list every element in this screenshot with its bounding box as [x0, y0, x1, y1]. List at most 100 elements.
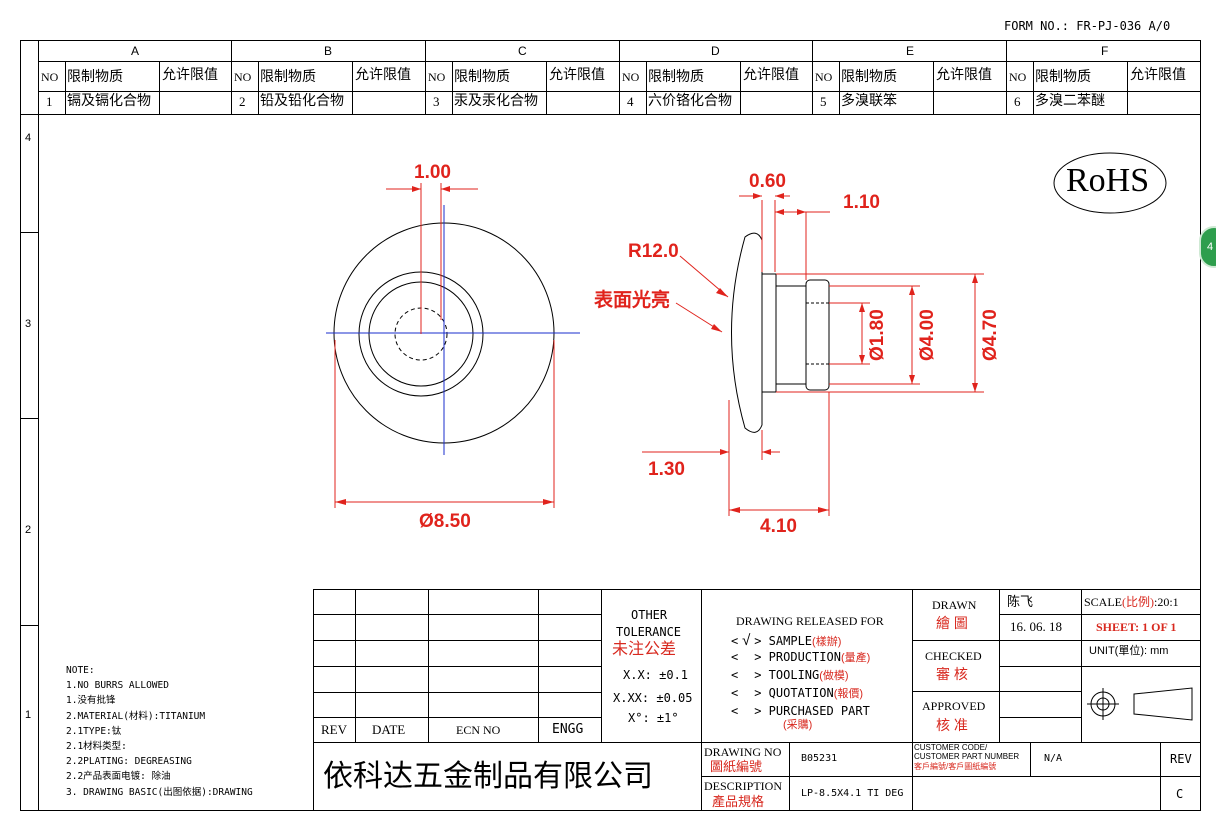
- release-label-cn: (量產): [840, 652, 871, 664]
- note-line: 3. DRAWING BASIC(出图依据):DRAWING: [66, 787, 253, 798]
- release-label-cn: (采購): [783, 719, 813, 731]
- restriction-limit-header: 允许限值: [355, 68, 411, 83]
- checked-label: CHECKED: [925, 649, 982, 663]
- customer-label-1: CUSTOMER CODE/: [914, 743, 988, 752]
- surface-finish-note: 表面光亮: [594, 290, 671, 311]
- side-panel-button[interactable]: 4: [1199, 226, 1216, 268]
- release-label-cn: (做模): [819, 670, 849, 682]
- tolerance-x3: X°: ±1°: [628, 711, 679, 725]
- rev-header: REV: [321, 722, 347, 737]
- approved-label: APPROVED: [922, 699, 986, 713]
- customer-value: N/A: [1044, 753, 1063, 764]
- drawing-no-label: DRAWING NO: [704, 745, 782, 759]
- note-line: 2.1材料类型:: [66, 741, 127, 752]
- release-label: > SAMPLE: [754, 634, 813, 648]
- projection-symbol-icon: [1087, 687, 1193, 721]
- restriction-limit-header: 允许限值: [743, 68, 799, 83]
- form-number: FORM NO.: FR-PJ-036 A/0: [1004, 19, 1171, 33]
- release-label: > PURCHASED PART: [754, 704, 870, 718]
- restriction-item-substance: 多溴联笨: [841, 94, 897, 109]
- note-line: 1.没有批锋: [66, 695, 116, 706]
- tolerance-title-cn: 未注公差: [612, 641, 677, 658]
- release-label: > PRODUCTION: [754, 650, 841, 664]
- column-label: F: [1101, 44, 1109, 58]
- restriction-item-substance: 汞及汞化合物: [454, 94, 538, 109]
- dim-head-thickness: 1.30: [648, 459, 685, 480]
- date-header: DATE: [372, 722, 406, 737]
- release-option: <> PURCHASED PART(采購): [731, 704, 870, 731]
- release-bracket: <: [731, 650, 739, 664]
- note-line: 2.MATERIAL(材料):TITANIUM: [66, 711, 206, 722]
- release-bracket: <: [731, 668, 739, 682]
- release-bracket: <: [731, 686, 739, 700]
- release-label: > QUOTATION: [754, 686, 834, 700]
- restriction-limit-header: 允许限值: [549, 68, 605, 83]
- side-view: [642, 193, 984, 516]
- restriction-no-header: NO: [234, 70, 252, 84]
- unit-field: UNIT(單位): mm: [1089, 646, 1168, 657]
- drawn-by: 陈飞: [1007, 594, 1034, 609]
- dim-thickness-1: 0.60: [749, 171, 786, 192]
- tolerance-title-2: TOLERANCE: [616, 625, 682, 639]
- rev-value: C: [1176, 787, 1184, 801]
- restriction-no-header: NO: [428, 70, 446, 84]
- scale-value: :20:1: [1154, 595, 1179, 609]
- restriction-item-no: 3: [433, 94, 440, 109]
- restriction-item-no: 5: [820, 94, 827, 109]
- drawing-number: B05231: [801, 753, 838, 764]
- note-line: 1.NO BURRS ALLOWED: [66, 680, 169, 691]
- release-title: DRAWING RELEASED FOR: [736, 614, 884, 628]
- restriction-substance-header: 限制物质: [648, 70, 704, 85]
- front-view: [326, 183, 580, 508]
- restriction-item-substance: 多溴二苯醚: [1035, 94, 1105, 109]
- restriction-item-no: 6: [1014, 94, 1021, 109]
- row-label: 4: [25, 132, 32, 144]
- drawing-no-label-cn: 圖紙編號: [710, 759, 763, 774]
- description-label-cn: 產品規格: [712, 794, 765, 809]
- column-label: D: [711, 44, 720, 58]
- release-label: > TOOLING: [754, 668, 820, 682]
- release-label-cn: (樣辦): [812, 636, 842, 648]
- customer-label-cn: 客戶編號/客戶圖紙編號: [914, 762, 997, 771]
- restriction-no-header: NO: [1009, 70, 1027, 84]
- note-line: 2.1TYPE:钛: [66, 726, 122, 737]
- scale-label-cn: (比例): [1122, 595, 1155, 609]
- rohs-label: RoHS: [1066, 162, 1150, 199]
- release-option: < > QUOTATION(報價): [731, 687, 863, 700]
- release-check-icon: √: [742, 632, 751, 649]
- row-label: 2: [25, 524, 32, 536]
- restriction-substance-header: 限制物质: [260, 70, 316, 85]
- dim-inner-diameter: Ø1.80: [867, 309, 888, 361]
- tolerance-title-1: OTHER: [631, 608, 668, 622]
- drawn-label: DRAWN: [932, 598, 977, 612]
- dim-hole: 1.00: [414, 162, 451, 183]
- note-line: 2.2PLATING: DEGREASING: [66, 756, 192, 767]
- dim-outer-diameter: Ø4.70: [980, 309, 1001, 361]
- release-label-cn: (報價): [833, 688, 864, 700]
- restriction-limit-header: 允许限值: [936, 68, 992, 83]
- drawn-date: 16. 06. 18: [1010, 619, 1062, 634]
- unit-value: mm: [1150, 645, 1169, 657]
- dim-total-length: 4.10: [760, 516, 797, 537]
- tolerance-x2: X.XX: ±0.05: [613, 691, 693, 705]
- column-label: B: [324, 44, 333, 58]
- tolerance-x1: X.X: ±0.1: [623, 668, 689, 682]
- description-value: LP-8.5X4.1 TI DEG: [801, 788, 904, 799]
- release-bracket: <: [731, 634, 739, 648]
- rev-label: REV: [1170, 752, 1192, 766]
- column-label: E: [906, 44, 915, 58]
- restriction-substance-header: 限制物质: [67, 70, 123, 85]
- approved-label-cn: 核 准: [936, 717, 968, 733]
- dim-mid-diameter: Ø4.00: [917, 309, 938, 361]
- restriction-no-header: NO: [622, 70, 640, 84]
- restriction-item-substance: 六价铬化合物: [648, 94, 732, 109]
- restriction-substance-header: 限制物质: [454, 70, 510, 85]
- unit-label: UNIT(單位):: [1089, 645, 1148, 657]
- dim-thickness-2: 1.10: [843, 192, 880, 213]
- dim-front-diameter: Ø8.50: [419, 511, 471, 532]
- restriction-no-header: NO: [41, 70, 59, 84]
- customer-label-2: CUSTOMER PART NUMBER: [914, 752, 1020, 761]
- description-label: DESCRIPTION: [704, 779, 783, 793]
- ecn-header: ECN NO: [456, 723, 501, 737]
